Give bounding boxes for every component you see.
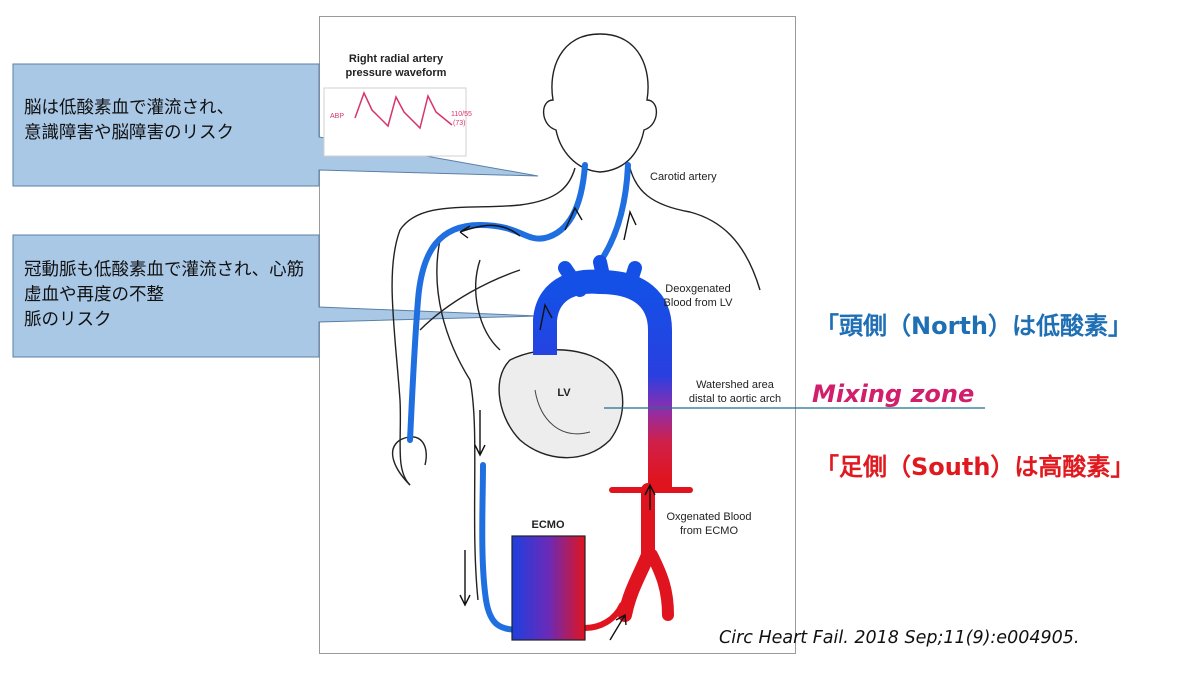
waveform-panel xyxy=(323,87,467,157)
abp-value: 110/55 xyxy=(451,111,472,118)
heart-illustration xyxy=(498,349,624,459)
north-annotation: 「頭側（North）は低酸素」 xyxy=(815,312,1132,340)
abp-waveform xyxy=(354,91,453,130)
mixing-zone-label: Mixing zone xyxy=(812,380,975,408)
callout-coronary-text: 冠動脈も低酸素血で灌流され、心筋虚血や再度の不整 脈のリスク xyxy=(24,260,305,330)
carotid-label: Carotid artery xyxy=(650,171,717,183)
lv-label: LV xyxy=(557,387,571,399)
oxy-label: Oxgenated Blood from ECMO xyxy=(666,511,752,537)
aortic-branches xyxy=(558,255,642,297)
ecmo-device xyxy=(511,535,586,641)
ecmo-label: ECMO xyxy=(531,519,565,531)
callout-coronary-shape xyxy=(12,234,539,358)
abp-label: ABP xyxy=(329,113,344,120)
waveform-title: Right radial artery pressure waveform xyxy=(345,53,447,79)
watershed-label: Watershed area distal to aortic arch xyxy=(688,379,782,405)
citation: Circ Heart Fail. 2018 Sep;11(9):e004905. xyxy=(719,628,1080,648)
south-annotation: 「足側（South）は高酸素」 xyxy=(815,453,1135,481)
body-outline xyxy=(391,33,761,601)
callout-brain-text: 脳は低酸素血で灌流され、 意識障害や脳障害のリスク xyxy=(24,98,235,143)
deox-label: Deoxgenated Blood from LV xyxy=(663,283,733,309)
oxygenated-vessels xyxy=(582,483,693,631)
abp-mean: (73) xyxy=(453,120,466,127)
flow-arrows xyxy=(459,206,656,641)
